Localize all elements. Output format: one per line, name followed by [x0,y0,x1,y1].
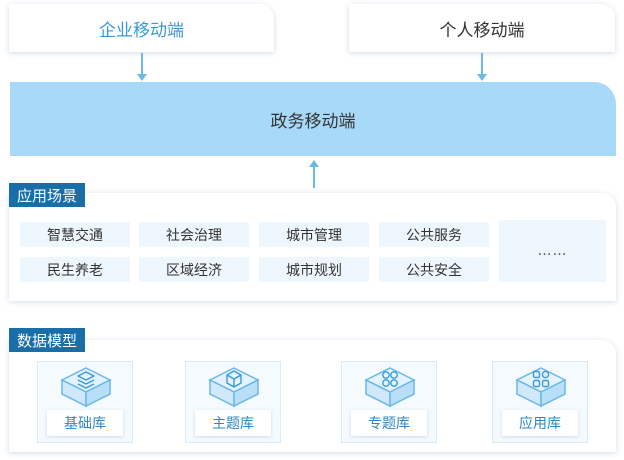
library-card: 专题库 [341,361,437,443]
gov-mobile-bar: 政务移动端 [10,82,616,156]
scenario-chip: 公共服务 [379,222,489,247]
arrow-down-enterprise [137,53,147,81]
personal-mobile-card: 个人移动端 [349,4,615,52]
library-label-text: 基础库 [64,416,106,432]
scenario-chip: 城市管理 [259,222,369,247]
library-label-text: 专题库 [368,416,410,432]
library-label: 应用库 [502,410,578,436]
scenario-chip-label: 公共服务 [406,227,462,244]
scenario-chip-label: 公共安全 [406,262,462,279]
enterprise-mobile-card: 企业移动端 [9,4,274,52]
models-tag: 数据模型 [9,328,86,352]
personal-mobile-label: 个人移动端 [439,20,525,41]
library-label: 基础库 [47,410,123,436]
scenarios-tag: 应用场景 [9,183,86,207]
library-label-text: 应用库 [519,416,561,432]
scenario-chip-label: 城市规划 [286,262,342,279]
library-label: 专题库 [351,410,427,436]
scenario-chip-label: 城市管理 [286,227,342,244]
library-label: 主题库 [195,410,271,436]
scenario-chip-label: 民生养老 [47,262,103,279]
arrow-up-scenarios [309,160,319,188]
scenario-chip-label: 区域经济 [166,262,222,279]
scenario-more-label: …… [537,243,568,259]
enterprise-mobile-label: 企业移动端 [99,20,184,41]
scenario-chip: 公共安全 [379,257,489,282]
cube-icon [208,367,260,408]
arrow-down-personal [477,53,487,81]
scenario-chip: 社会治理 [139,222,249,247]
layers-icon [60,367,112,408]
scenario-chip-label: 智慧交通 [47,227,103,244]
circles-grid-icon [364,367,416,408]
scenario-chip: 区域经济 [139,257,249,282]
scenario-chip: 民生养老 [20,257,130,282]
library-card: 主题库 [185,361,281,443]
models-title: 数据模型 [17,331,78,350]
apps-grid-icon [515,367,567,408]
library-card: 应用库 [492,361,588,443]
gov-mobile-label: 政务移动端 [270,111,356,132]
scenario-more-chip: …… [499,220,606,282]
scenario-chip: 智慧交通 [20,222,130,247]
scenarios-title: 应用场景 [17,186,78,205]
scenario-chip-label: 社会治理 [166,227,222,244]
scenario-chip: 城市规划 [259,257,369,282]
library-card: 基础库 [37,361,133,443]
library-label-text: 主题库 [212,416,254,432]
